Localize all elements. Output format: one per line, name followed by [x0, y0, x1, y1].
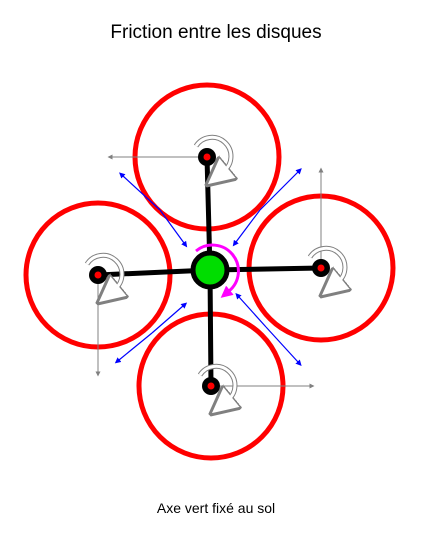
diagram-caption: Axe vert fixé au sol [156, 500, 276, 516]
central-rotation-arrow [195, 243, 240, 298]
central-axis [190, 250, 230, 290]
friction-top-left-in [159, 209, 188, 248]
friction-forces [114, 168, 302, 366]
disk-pivots [89, 148, 330, 395]
rotation-arrow-icon-inner [85, 135, 347, 402]
friction-bottom-right-out [265, 326, 302, 366]
friction-top-left-out [119, 172, 161, 211]
friction-bottom-left-out [114, 332, 153, 364]
friction-top-right-in [232, 209, 261, 247]
friction-top-right-out [259, 168, 302, 211]
diagram-title: Friction entre les disques [110, 22, 322, 43]
friction-bottom-right-in [235, 292, 267, 328]
friction-bottom-left-in [151, 302, 188, 334]
